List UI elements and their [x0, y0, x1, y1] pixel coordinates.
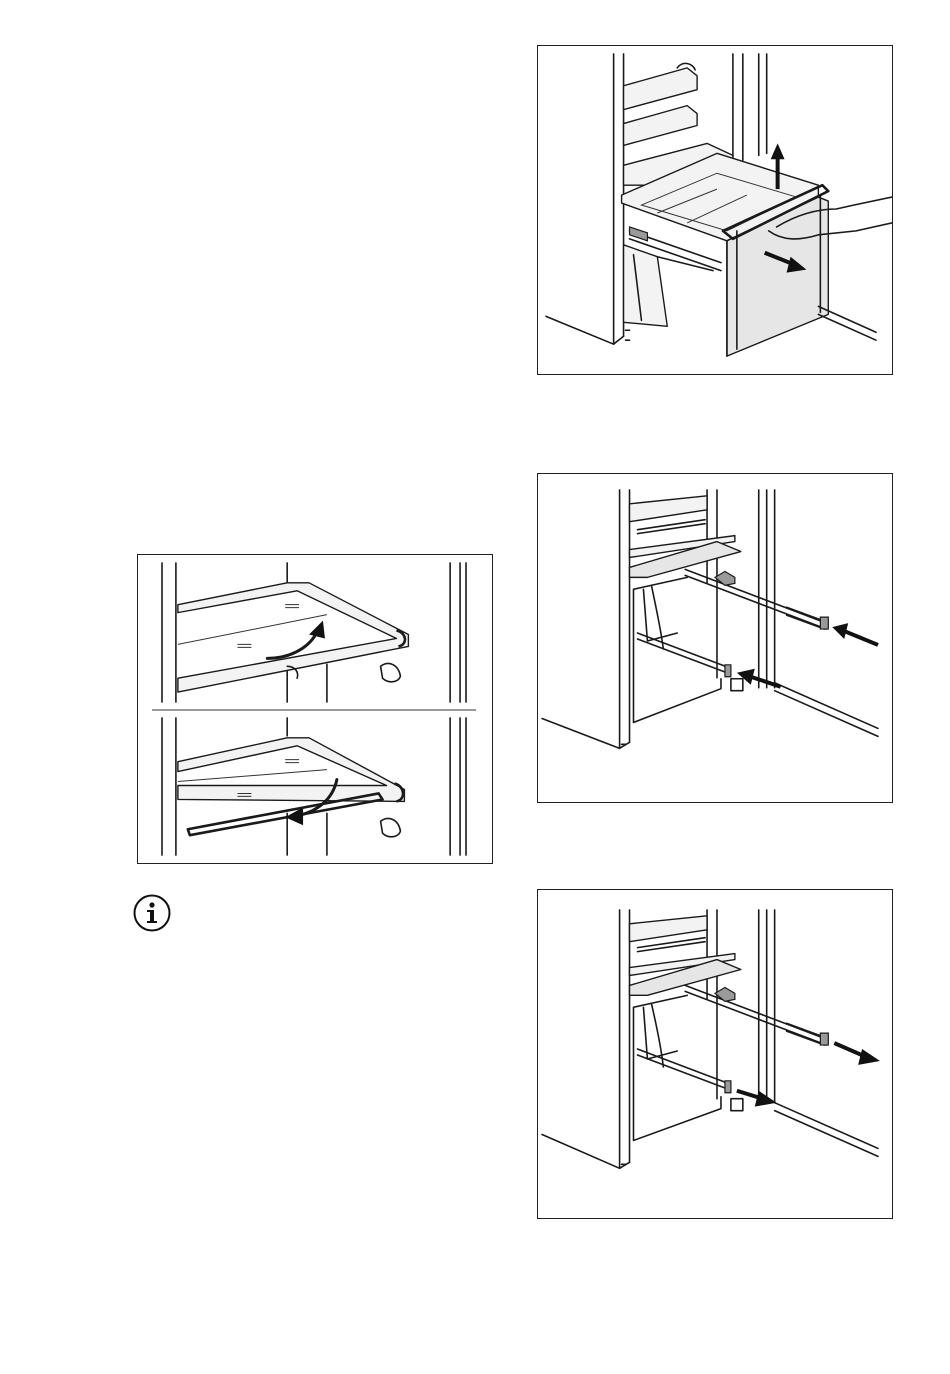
shelf-tilt-illustration: [138, 555, 492, 863]
rails-pull-out-illustration: [538, 890, 892, 1218]
drawer-removal-figure: [537, 45, 893, 375]
shelf-tilt-figure: [137, 554, 493, 864]
rails-insert-figure: [537, 473, 893, 803]
rails-push-in-illustration: [538, 474, 892, 802]
rails-extend-figure: [537, 889, 893, 1219]
drawer-removal-illustration: [538, 46, 892, 374]
info-icon: [132, 893, 172, 933]
